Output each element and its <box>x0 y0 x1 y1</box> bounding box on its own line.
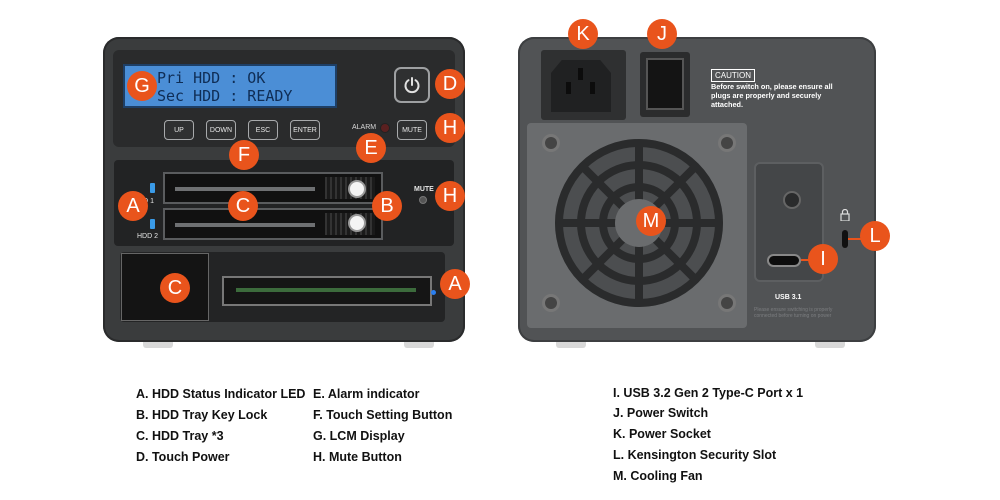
legend-j: J. Power Switch <box>613 406 709 420</box>
power-icon <box>404 77 420 94</box>
tray-2-key-lock[interactable] <box>348 214 366 232</box>
legend-i: I. USB 3.2 Gen 2 Type-C Port x 1 <box>613 386 804 400</box>
callout-c-top: C <box>228 191 258 221</box>
mute-label: MUTE <box>414 186 434 193</box>
callout-h-bay: H <box>435 181 465 211</box>
thumb-screw <box>783 191 801 209</box>
kensington-security-slot[interactable] <box>842 230 848 248</box>
tray-1-key-lock[interactable] <box>348 180 366 198</box>
esc-button[interactable]: ESC <box>248 120 278 140</box>
fine-print: Please ensure switching is properly conn… <box>754 307 833 319</box>
mute-button[interactable]: MUTE <box>397 120 427 140</box>
legend-h: H. Mute Button <box>313 450 402 464</box>
callout-e: E <box>356 133 386 163</box>
caution-text: Before switch on, please ensure all plug… <box>711 82 833 109</box>
callout-a-top: A <box>118 191 148 221</box>
tray-1-slot <box>175 187 315 191</box>
drive-connector-board <box>236 288 416 292</box>
back-foot-right <box>815 342 845 348</box>
socket-prong-top <box>578 68 583 80</box>
callout-m: M <box>636 206 666 236</box>
lcd-line-2: Sec HDD : READY <box>157 87 293 105</box>
up-button[interactable]: UP <box>164 120 194 140</box>
socket-prong-right <box>590 82 595 94</box>
legend-l: L. Kensington Security Slot <box>613 448 777 462</box>
callout-f: F <box>229 140 259 170</box>
lcd-line-1: Pri HDD : OK <box>157 69 266 87</box>
caution-title: CAUTION <box>711 69 755 82</box>
legend-d: D. Touch Power <box>136 450 230 464</box>
hdd2-status-led <box>150 219 155 229</box>
callout-c-bottom: C <box>160 273 190 303</box>
front-foot-right <box>404 342 434 348</box>
tray-2-slot <box>175 223 315 227</box>
touch-power-button[interactable] <box>394 67 430 103</box>
legend-m: M. Cooling Fan <box>613 469 703 483</box>
callout-a-bottom: A <box>440 269 470 299</box>
enter-button[interactable]: ENTER <box>290 120 320 140</box>
alarm-label: ALARM <box>352 124 377 131</box>
hdd2-label: HDD 2 <box>137 233 159 240</box>
hdd1-status-led <box>150 183 155 193</box>
kensington-lock-icon <box>840 209 850 221</box>
alarm-indicator-led <box>380 123 390 133</box>
callout-l-connector <box>848 238 862 240</box>
legend-e: E. Alarm indicator <box>313 387 420 401</box>
legend-f: F. Touch Setting Button <box>313 408 453 422</box>
usb-c-port-icon[interactable] <box>767 254 801 267</box>
callout-l: L <box>860 221 890 251</box>
front-foot-left <box>143 342 173 348</box>
callout-h-top: H <box>435 113 465 143</box>
usb-label: USB 3.1 <box>775 294 802 301</box>
legend-g: G. LCM Display <box>313 429 405 443</box>
legend-k: K. Power Socket <box>613 427 711 441</box>
legend-c: C. HDD Tray *3 <box>136 429 224 443</box>
callout-j: J <box>647 19 677 49</box>
callout-k: K <box>568 19 598 49</box>
callout-b: B <box>372 191 402 221</box>
legend-b: B. HDD Tray Key Lock <box>136 408 268 422</box>
hdd3-status-led <box>431 290 436 295</box>
power-switch[interactable] <box>646 58 684 110</box>
socket-prong-left <box>566 82 571 94</box>
callout-i: I <box>808 244 838 274</box>
down-button[interactable]: DOWN <box>206 120 236 140</box>
legend-a: A. HDD Status Indicator LED <box>136 387 306 401</box>
callout-i-connector <box>801 259 809 261</box>
mute-indicator <box>419 196 427 204</box>
callout-g: G <box>127 71 157 101</box>
lcm-display: Pri HDD : OK Sec HDD : READY <box>123 64 337 108</box>
back-foot-left <box>556 342 586 348</box>
callout-d: D <box>435 69 465 99</box>
